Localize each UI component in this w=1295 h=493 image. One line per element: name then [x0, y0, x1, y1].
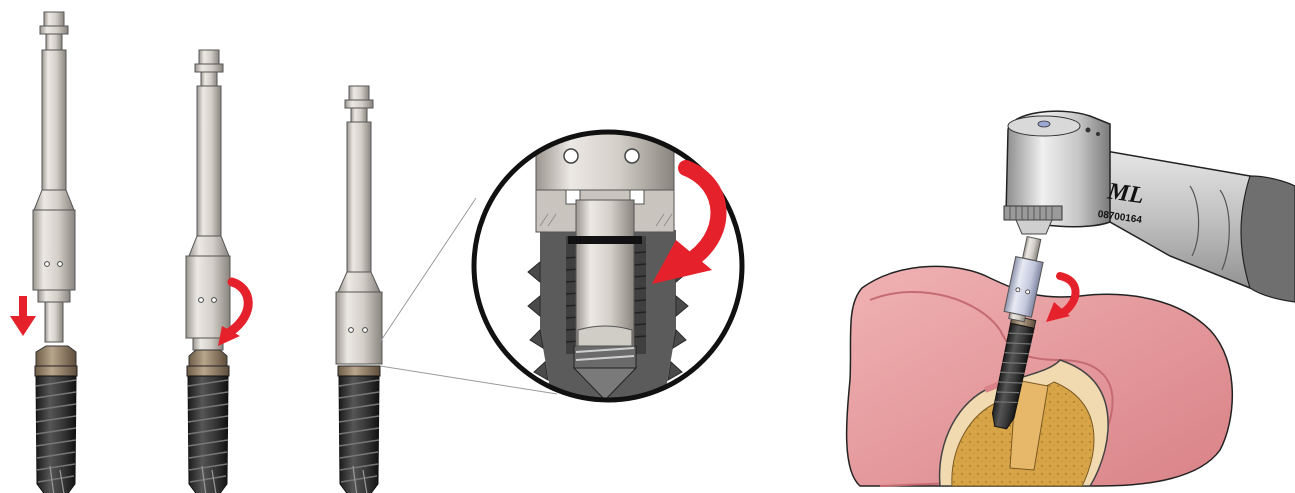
insertion-driver — [186, 50, 230, 350]
insertion-driver — [336, 86, 382, 364]
dental-implant — [338, 366, 380, 493]
dental-implant — [187, 350, 229, 493]
step-two-driver-engaged — [186, 50, 248, 493]
contra-angle-handpiece: ML 08700164 — [1004, 111, 1295, 302]
dental-implant — [35, 346, 77, 493]
step-one-driver-above-implant — [10, 12, 77, 493]
magnified-detail-view — [474, 130, 742, 400]
arrow-down-icon — [10, 296, 36, 336]
step-three-driver-seated — [336, 86, 382, 493]
jawbone-cross-section — [847, 266, 1233, 486]
insertion-driver — [33, 12, 75, 342]
handpiece-placement-scene: ML 08700164 — [847, 111, 1295, 486]
handpiece-brand-mark: ML — [1105, 178, 1145, 209]
